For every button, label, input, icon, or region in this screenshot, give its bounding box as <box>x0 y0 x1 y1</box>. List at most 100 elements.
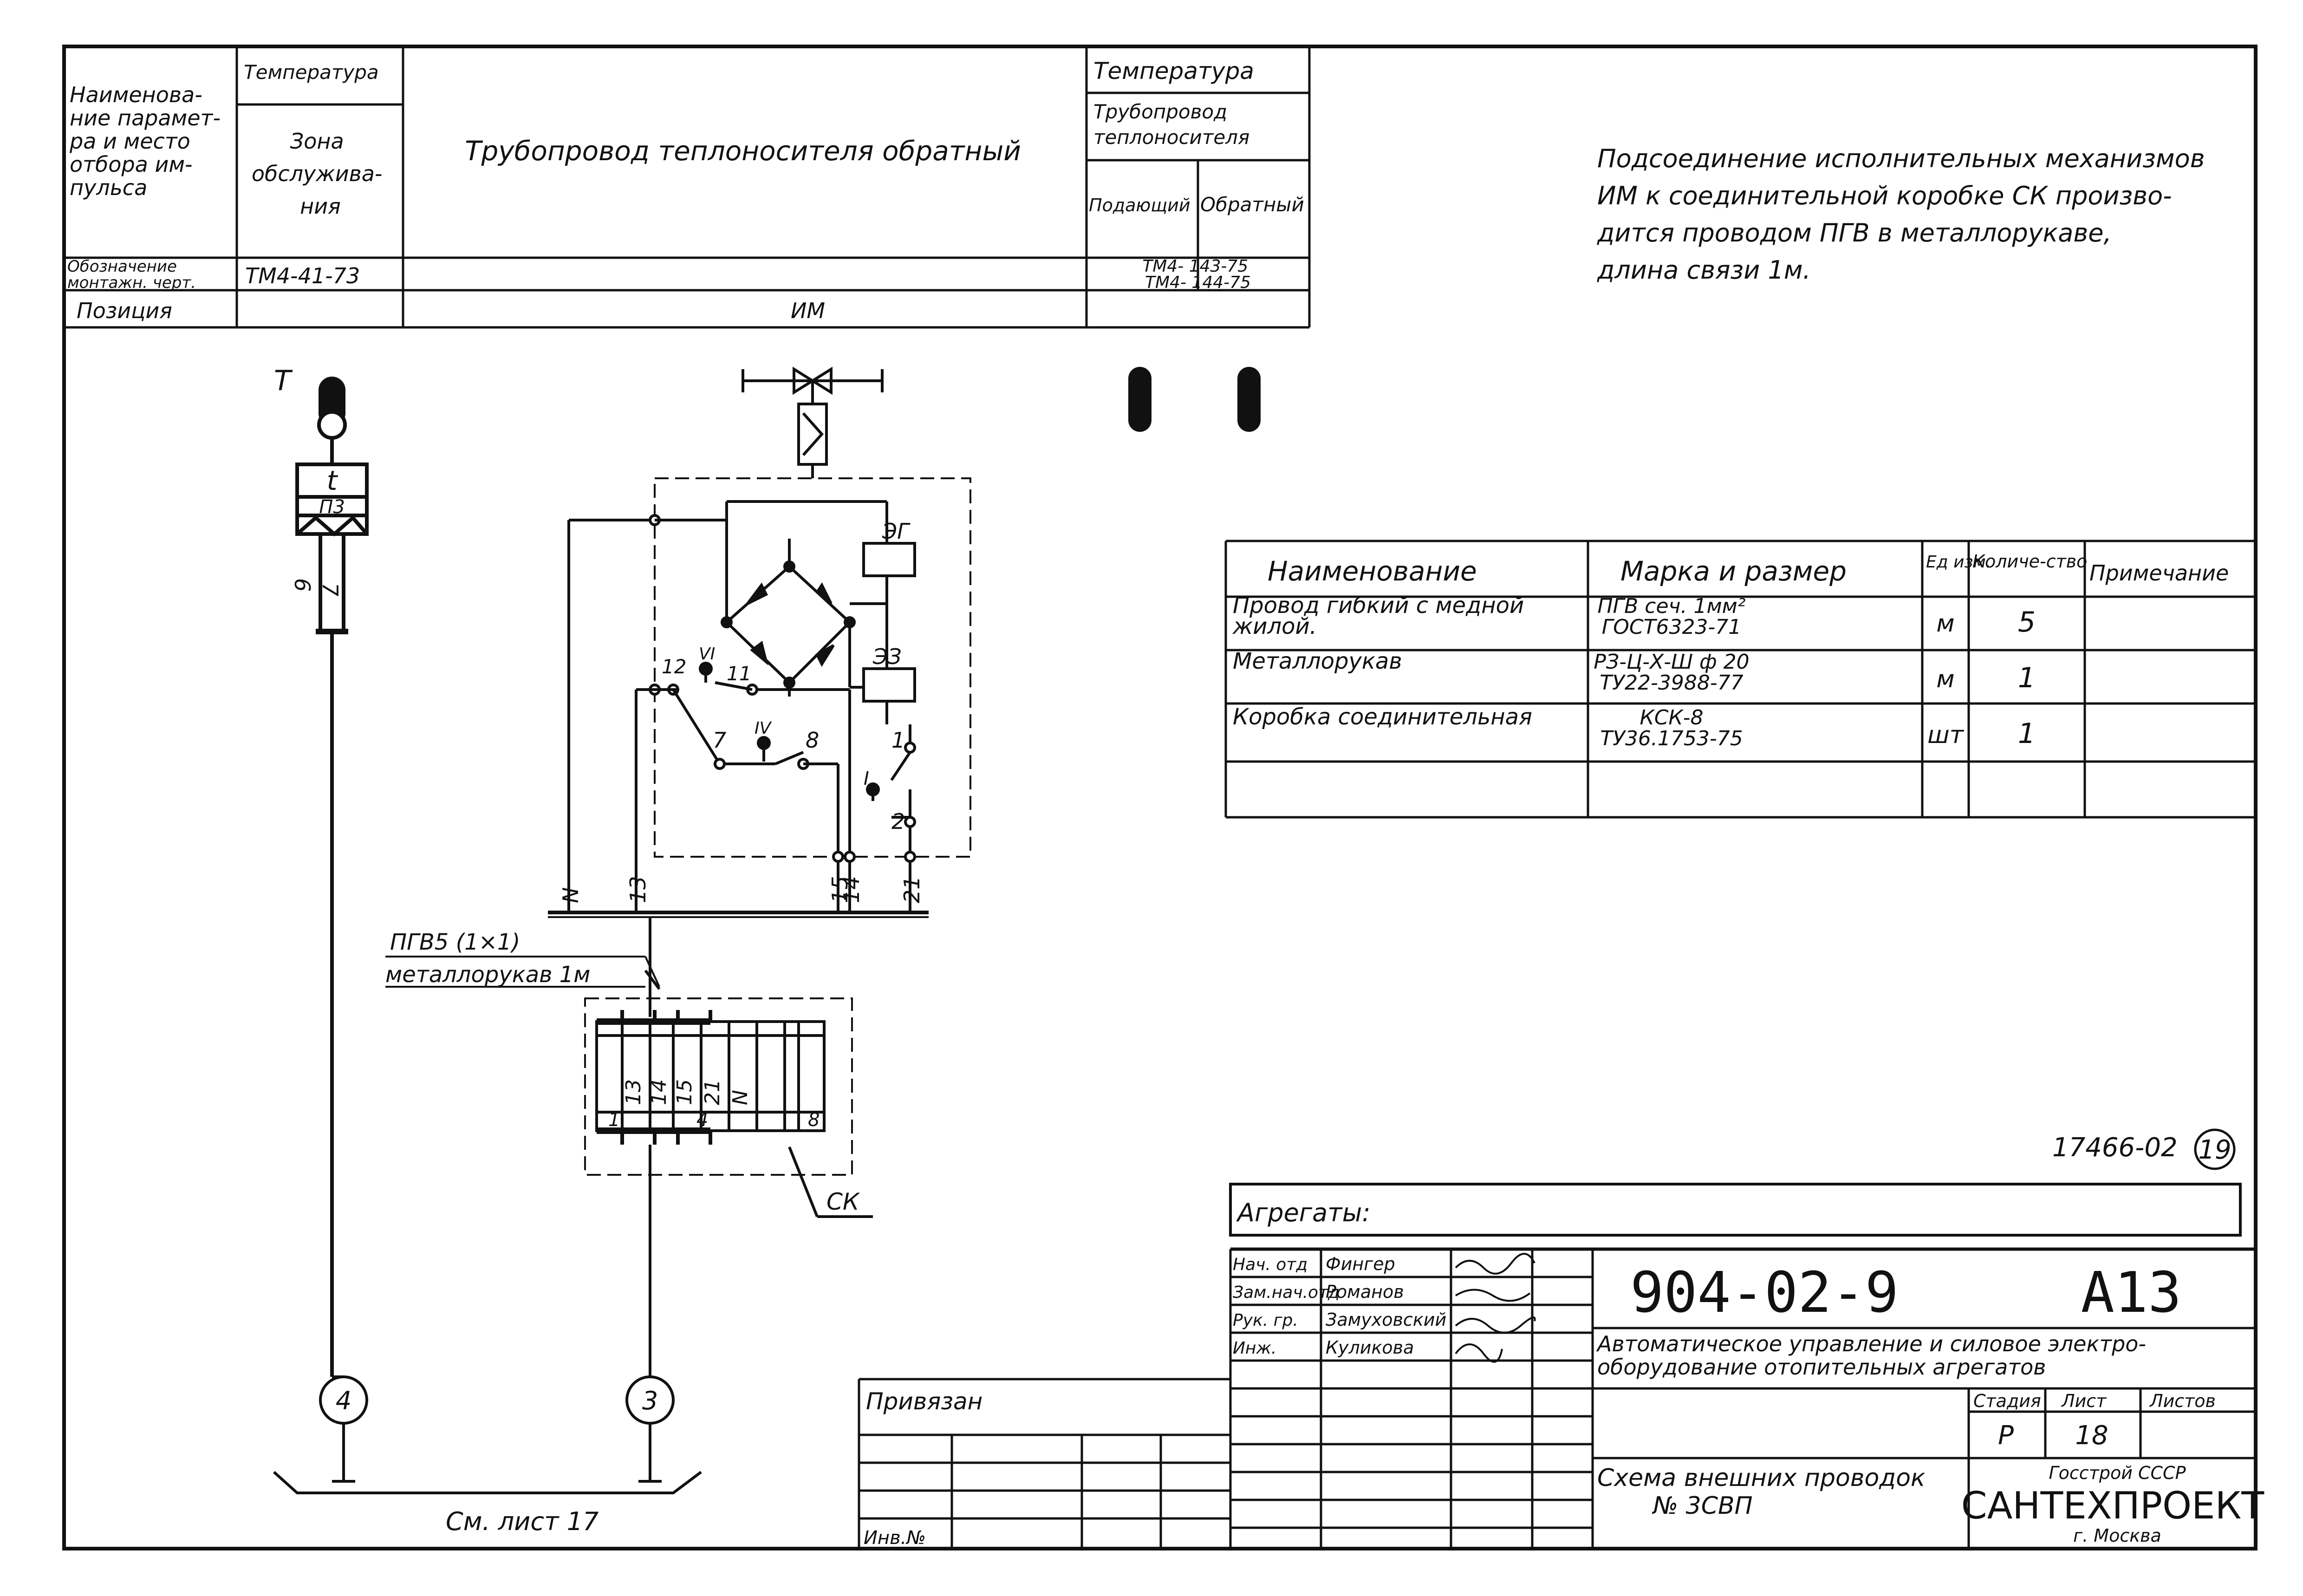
inv-label: Инв.№ <box>864 1527 926 1549</box>
pin-icon <box>1237 367 1261 432</box>
temperature-sensor <box>295 377 369 1377</box>
material-mark: РЗ-Ц-Х-Ш ф 20 <box>1594 650 1749 674</box>
designation-label: Обозначение монтажн. черт. <box>67 257 196 292</box>
materials-table <box>1224 540 2256 819</box>
term-7: 7 <box>713 728 726 753</box>
material-unit: м <box>1936 665 1954 693</box>
staff-role: Рук. гр. <box>1233 1311 1298 1330</box>
return-label: Обратный <box>1200 193 1304 216</box>
temp-right-head: Температура <box>1093 58 1254 85</box>
junction-box <box>584 997 873 1377</box>
material-qty: 1 <box>2018 662 2036 694</box>
box-terminal-num: 1 <box>608 1109 620 1131</box>
term-1: 1 <box>891 728 905 753</box>
box-terminal: 15 <box>673 1079 696 1105</box>
pin-icon <box>1128 367 1152 432</box>
project-title: Автоматическое управление и силовое элек… <box>1596 1331 2153 1380</box>
sensor-label: Т <box>274 365 293 397</box>
mat-head-mark: Марка и размер <box>1620 555 1847 587</box>
material-name: Провод гибкий с медной <box>1233 593 1524 619</box>
term-11: 11 <box>727 662 751 685</box>
sheet-head: Лист <box>2061 1391 2107 1411</box>
circle-3: 3 <box>642 1386 658 1415</box>
staff-role: Инж. <box>1233 1339 1276 1358</box>
supply-label: Подающий <box>1089 195 1191 215</box>
position-label: Позиция <box>77 298 172 323</box>
label-vi: VI <box>699 645 715 664</box>
header-table <box>64 46 1311 329</box>
box-terminal: 13 <box>622 1079 645 1105</box>
bus-label: N <box>558 887 583 903</box>
staff-name: Романов <box>1326 1282 1404 1302</box>
cable-label-1: ПГВ5 (1×1) <box>390 929 520 955</box>
designation-value: ТМ4-41-73 <box>245 263 360 288</box>
material-qty: 5 <box>2018 606 2036 638</box>
staff-role: Зам.нач.отд <box>1233 1283 1340 1302</box>
bus-label: 13 <box>625 876 651 903</box>
material-unit: м <box>1936 610 1954 638</box>
material-mark: ГОСТ6323-71 <box>1602 615 1742 639</box>
temp-col-head: Температура <box>244 61 379 84</box>
sheet-circle-num: 19 <box>2198 1135 2231 1165</box>
term-8: 8 <box>806 728 819 753</box>
aggregates-label: Агрегаты: <box>1236 1198 1371 1227</box>
label-iv: IV <box>755 719 772 738</box>
staff-name: Замуховский <box>1326 1309 1446 1330</box>
wire-6: 6 <box>290 578 315 592</box>
bound-label: Привязан <box>866 1388 982 1415</box>
sheet-circle <box>2194 1128 2236 1170</box>
album-code: А13 <box>2081 1261 2182 1325</box>
material-qty: 1 <box>2018 717 2036 750</box>
term-2: 2 <box>891 809 905 834</box>
stage-value: Р <box>1998 1420 2014 1451</box>
doc-code: 904-02-9 <box>1630 1261 1899 1325</box>
staff-role: Нач. отд <box>1233 1255 1308 1274</box>
material-name: Металлорукав <box>1233 648 1402 674</box>
mat-head-qty: Количе-ство <box>1972 551 2087 572</box>
material-mark: КСК-8 <box>1639 706 1703 730</box>
box-terminal-num: 8 <box>808 1109 820 1131</box>
installation-note: Подсоединение исполнительных механизмов … <box>1597 144 2213 285</box>
material-unit: шт <box>1927 721 1965 749</box>
material-name: жилой. <box>1232 613 1317 639</box>
zone-label: Зона обслужива- ния <box>252 129 389 219</box>
mat-head-name: Наименование <box>1268 555 1477 587</box>
label-ez: ЭЗ <box>872 644 902 669</box>
bus-label: 21 <box>899 876 924 903</box>
material-mark: ТУ22-3988-77 <box>1600 671 1743 695</box>
bus-label: 14 <box>839 876 864 903</box>
bottom-links <box>273 1375 702 1494</box>
drawing-title: Схема внешних проводок № 3СВП <box>1597 1464 1933 1520</box>
staff-name: Куликова <box>1326 1337 1414 1358</box>
bus-label: 15 <box>827 876 852 903</box>
cable-label-2: металлорукав 1м <box>385 962 590 988</box>
wire-7: 7 <box>318 583 343 596</box>
see-sheet: См. лист 17 <box>446 1507 599 1536</box>
material-name: Коробка соединительная <box>1233 704 1532 730</box>
sheets-head: Листов <box>2149 1391 2216 1411</box>
sheet-value: 18 <box>2075 1420 2108 1451</box>
circle-4: 4 <box>336 1386 351 1415</box>
material-mark: ТУ36.1753-75 <box>1600 727 1743 750</box>
term-12: 12 <box>662 655 686 678</box>
position-value: ИМ <box>791 298 825 323</box>
box-terminal: N <box>729 1090 752 1105</box>
org-city: г. Москва <box>2073 1525 2161 1546</box>
signature-icon <box>1455 1253 1536 1363</box>
box-terminal: 21 <box>701 1079 724 1105</box>
material-mark: ПГВ сеч. 1мм² <box>1597 594 1745 618</box>
title-block <box>858 1183 2256 1549</box>
sensor-t: t <box>327 465 338 496</box>
org-name: САНТЕХПРОЕКТ <box>1961 1484 2265 1527</box>
pipe-right-head: Трубопровод теплоносителя <box>1093 100 1249 149</box>
box-label: СК <box>826 1188 860 1215</box>
label-eg: ЭГ <box>882 519 911 544</box>
doc-number-small: 17466-02 <box>2052 1133 2178 1163</box>
box-terminal-num: 4 <box>696 1109 708 1131</box>
mat-head-note: Примечание <box>2089 560 2229 586</box>
sensor-p3: П3 <box>319 496 345 518</box>
